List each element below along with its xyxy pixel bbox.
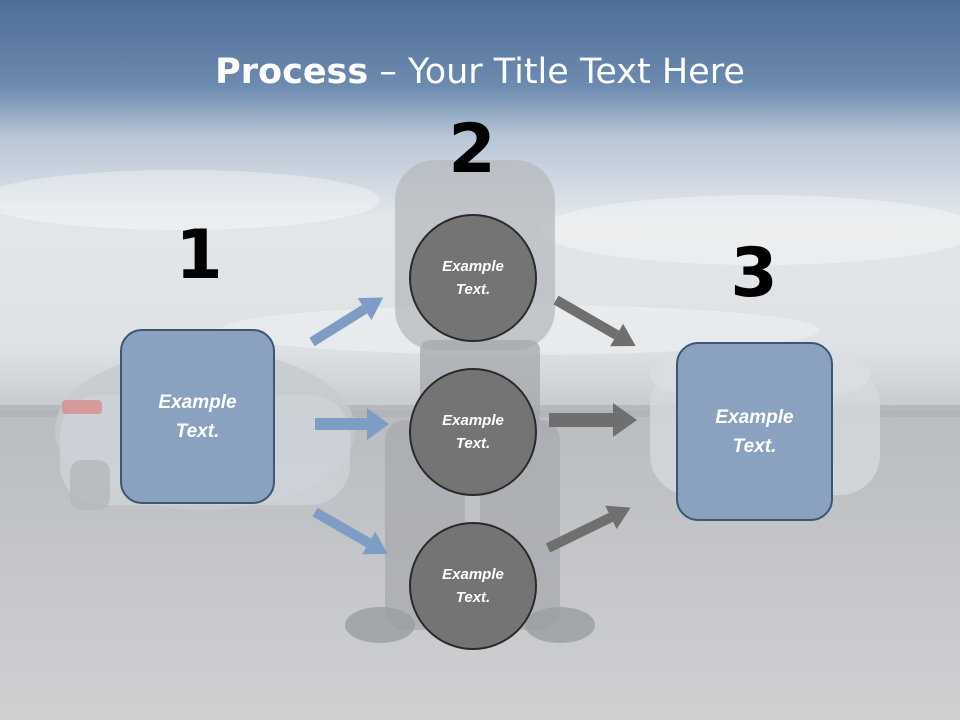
- process-circle-bottom: Example Text.: [409, 522, 537, 650]
- circle-top-text: Example Text.: [442, 258, 504, 298]
- process-box-right: Example Text.: [676, 342, 833, 521]
- arrow-left-to-center: [315, 408, 389, 440]
- arrow-left-to-top: [309, 297, 384, 347]
- circle-center-text: Example Text.: [442, 412, 504, 452]
- process-circle-top: Example Text.: [409, 214, 537, 342]
- process-box-left: Example Text.: [120, 329, 275, 504]
- arrow-left-to-bottom: [312, 507, 388, 555]
- step-number-2: 2: [448, 110, 496, 189]
- box-left-text: Example Text.: [158, 391, 237, 442]
- arrow-top-to-right: [553, 295, 636, 347]
- process-circle-center: Example Text.: [409, 368, 537, 496]
- box-right-text: Example Text.: [715, 406, 794, 457]
- step-number-3: 3: [730, 234, 778, 313]
- title-bold: Process: [215, 52, 369, 92]
- slide-title: Process – Your Title Text Here: [0, 52, 960, 92]
- arrow-bottom-to-right: [545, 505, 631, 553]
- step-number-1: 1: [175, 216, 223, 295]
- arrow-center-to-right: [549, 403, 637, 437]
- title-rest: – Your Title Text Here: [368, 52, 745, 92]
- circle-bottom-text: Example Text.: [442, 566, 504, 606]
